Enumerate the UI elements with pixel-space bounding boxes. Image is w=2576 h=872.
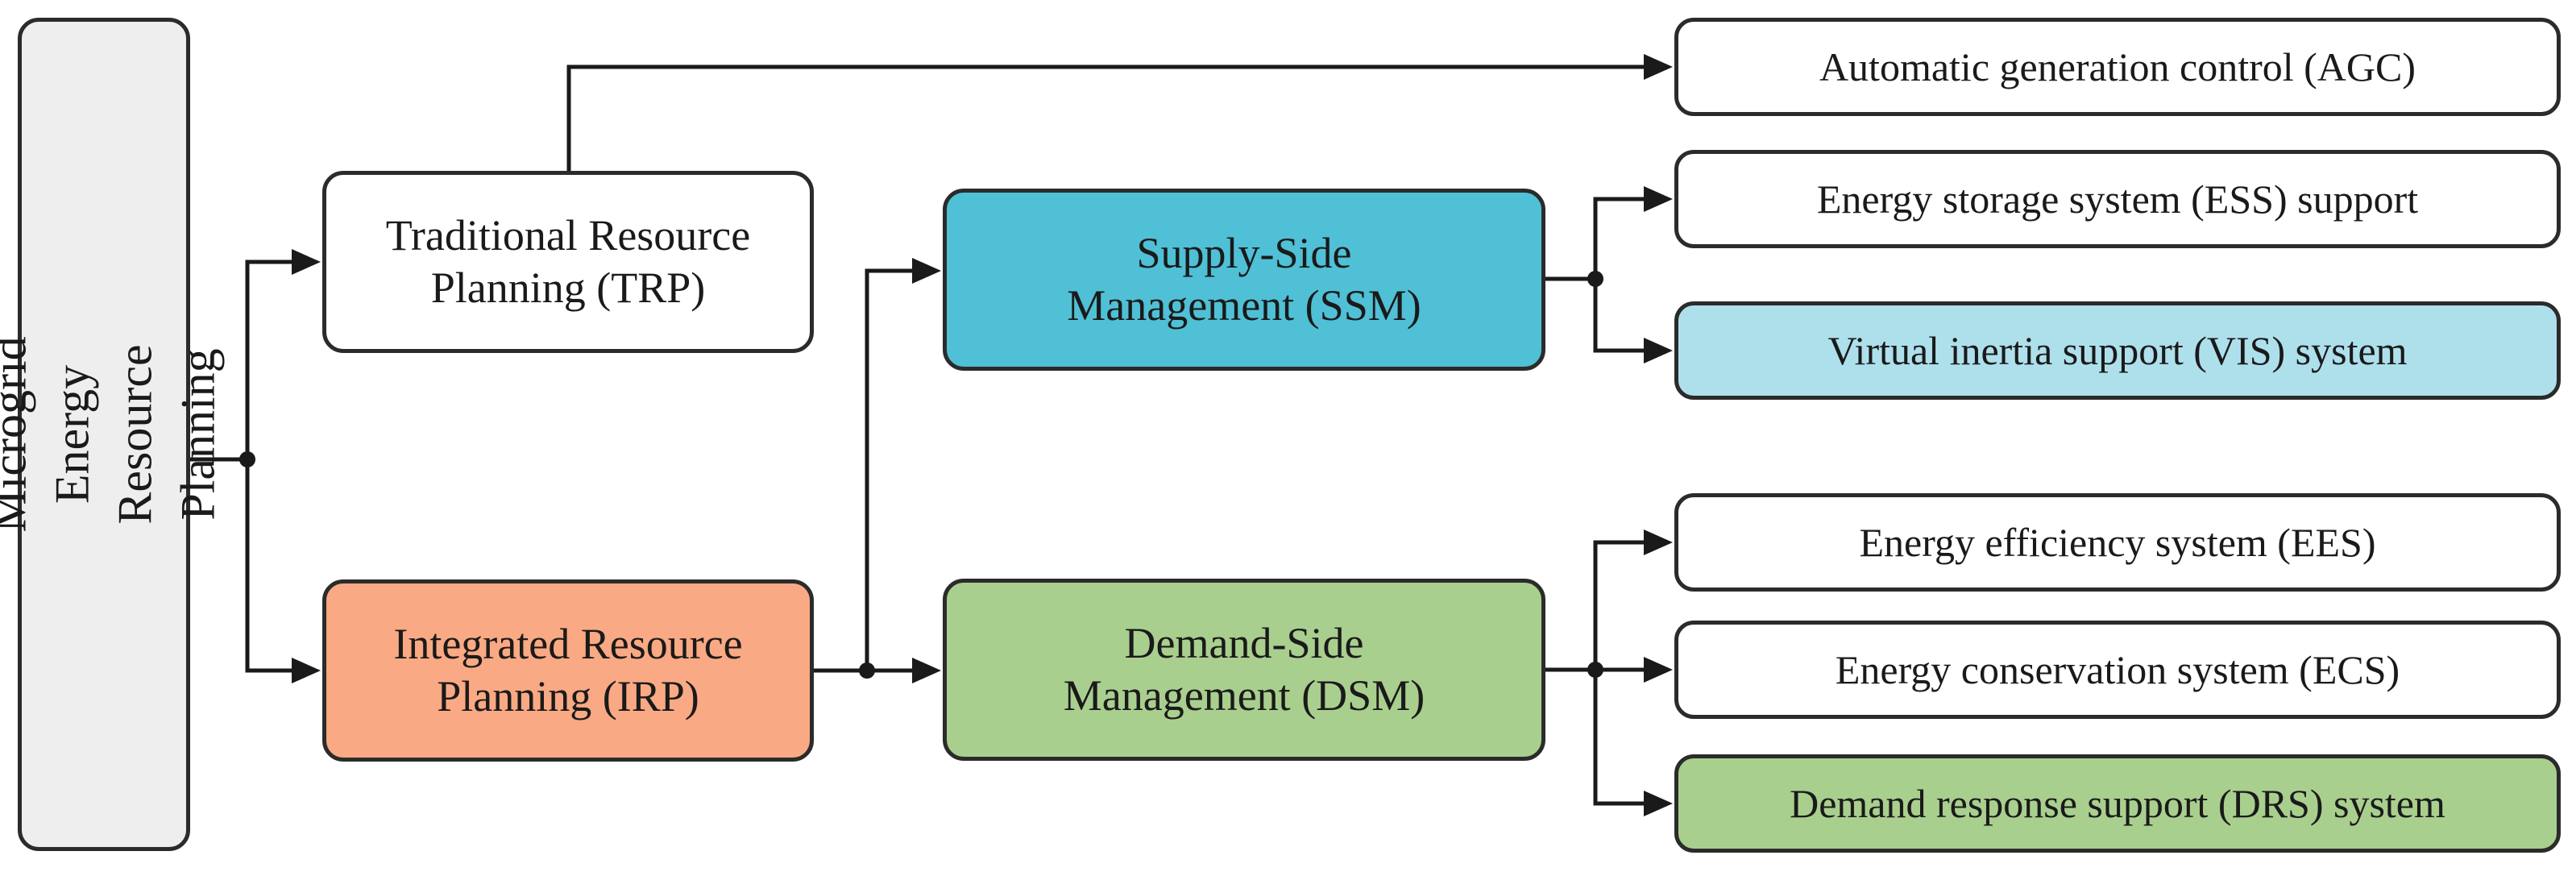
arrowhead: [292, 249, 321, 275]
arrowhead: [912, 258, 941, 284]
node-demand-response-support-system: Demand response support (DRS) system: [1674, 754, 2561, 853]
node-label: Demand response support (DRS) system: [1790, 781, 2445, 826]
node-supply-side-management: Supply-Side Management (SSM): [943, 189, 1545, 371]
edge-root-to-trp: [245, 260, 306, 459]
arrowhead: [292, 658, 321, 683]
junction-dot: [239, 451, 255, 467]
node-traditional-resource-planning: Traditional Resource Planning (TRP): [322, 171, 814, 353]
edge-dsm-to-drs: [1593, 670, 1658, 806]
arrowhead: [1644, 54, 1673, 80]
edge-irp-to-ssm: [865, 268, 927, 671]
junction-dot: [859, 662, 875, 679]
node-energy-storage-system-support: Energy storage system (ESS) support: [1674, 150, 2561, 248]
edge-root-to-irp: [245, 459, 306, 673]
edge-dsm-to-ees: [1593, 540, 1658, 670]
node-energy-efficiency-system: Energy efficiency system (EES): [1674, 493, 2561, 592]
edge-ssm-to-ess: [1593, 197, 1658, 279]
node-label: Supply-Side Management (SSM): [1067, 229, 1421, 330]
node-label: Energy efficiency system (EES): [1859, 520, 2376, 565]
arrowhead: [1644, 186, 1673, 212]
node-energy-conservation-system: Energy conservation system (ECS): [1674, 621, 2561, 719]
arrowhead: [912, 658, 941, 683]
junction-dot: [1587, 271, 1603, 287]
node-label: Energy storage system (ESS) support: [1816, 176, 2419, 222]
node-label: Demand-Side Management (DSM): [1063, 619, 1425, 720]
node-label: Virtual inertia support (VIS) system: [1827, 328, 2408, 373]
edge-trp-to-agc: [566, 64, 1658, 171]
edge-ssm-to-vis: [1593, 279, 1658, 353]
node-label: Traditional Resource Planning (TRP): [385, 211, 751, 312]
arrowhead: [1644, 529, 1673, 555]
root-node-microgrid-energy-resource-planning: Microgrid Energy Resource Planning: [0, 18, 225, 851]
arrowhead: [1644, 657, 1673, 683]
root-node-label: Microgrid Energy Resource Planning: [0, 336, 225, 533]
node-label: Integrated Resource Planning (IRP): [393, 620, 743, 720]
node-automatic-generation-control: Automatic generation control (AGC): [1674, 18, 2561, 116]
junction-dot: [1587, 662, 1603, 678]
arrowhead: [1644, 791, 1673, 816]
node-virtual-inertia-support-system: Virtual inertia support (VIS) system: [1674, 301, 2561, 400]
node-label: Energy conservation system (ECS): [1835, 647, 2400, 692]
node-label: Automatic generation control (AGC): [1819, 44, 2416, 89]
arrowhead: [1644, 338, 1673, 363]
node-integrated-resource-planning: Integrated Resource Planning (IRP): [322, 579, 814, 762]
node-demand-side-management: Demand-Side Management (DSM): [943, 579, 1545, 761]
